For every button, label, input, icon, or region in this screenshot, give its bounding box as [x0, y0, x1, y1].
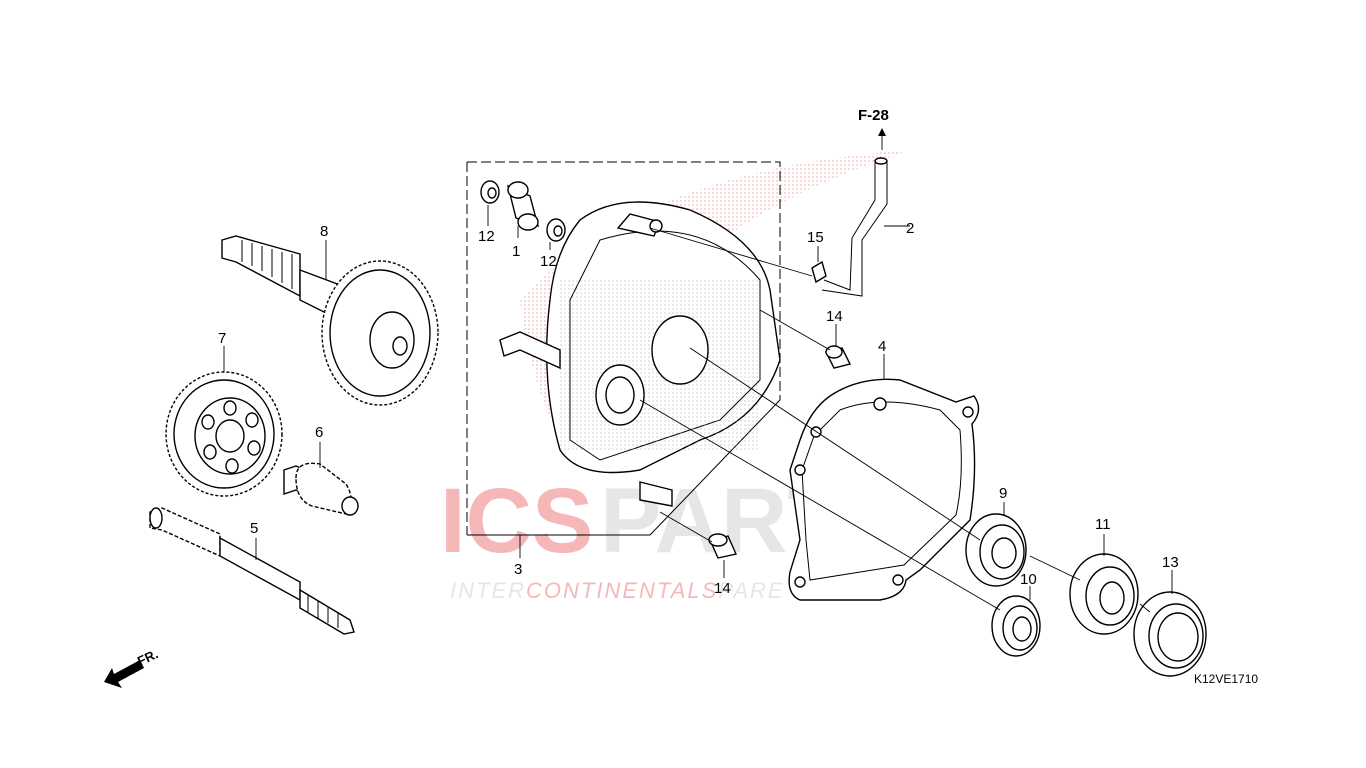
part-1-collar[interactable]: [506, 181, 540, 231]
part-12-bearing-left[interactable]: [480, 180, 500, 204]
callout-3: 3: [514, 561, 522, 578]
callout-labels: 1 2 3 4 5 6 7 8 9 10 11 12 12 13 14 14 1…: [218, 107, 1258, 686]
front-direction-indicator: FR.: [104, 646, 160, 688]
part-13-oil-seal[interactable]: [1133, 591, 1207, 677]
watermark-brand-left: ICS: [440, 470, 593, 572]
leader-lines: [223, 128, 1173, 613]
part-15-clip[interactable]: [811, 260, 827, 284]
part-10-bearing[interactable]: [991, 595, 1041, 657]
part-11-bearing[interactable]: [1069, 553, 1139, 635]
watermark-tagline-c: S: [702, 578, 719, 603]
part-5-drive-shaft[interactable]: [149, 507, 355, 635]
callout-6: 6: [315, 424, 323, 441]
callout-7: 7: [218, 330, 226, 347]
part-12-bearing-right[interactable]: [546, 218, 566, 242]
part-8-final-shaft-gear[interactable]: [221, 235, 439, 406]
part-9-bearing[interactable]: [965, 513, 1027, 587]
reference-label: F-28: [858, 107, 889, 124]
callout-14-upper: 14: [826, 308, 843, 325]
callout-1: 1: [512, 243, 520, 260]
callout-12-right: 12: [540, 253, 557, 270]
callout-2: 2: [906, 220, 914, 237]
callout-4: 4: [878, 338, 886, 355]
part-6-pinion-gear[interactable]: [283, 462, 359, 516]
callout-10: 10: [1020, 571, 1037, 588]
callout-15: 15: [807, 229, 824, 246]
callout-5: 5: [250, 520, 258, 537]
watermark-tagline-b: CONTINENTAL: [526, 578, 702, 603]
part-14-dowel-upper[interactable]: [824, 345, 852, 369]
part-3-transmission-case[interactable]: [499, 201, 781, 507]
callout-14-lower: 14: [714, 580, 731, 597]
callout-13: 13: [1162, 554, 1179, 571]
front-direction-label: FR.: [135, 646, 160, 668]
callout-9: 9: [999, 485, 1007, 502]
front-arrow-icon: [104, 660, 144, 688]
part-2-breather-tube[interactable]: [821, 157, 888, 297]
callout-8: 8: [320, 223, 328, 240]
part-14-dowel-lower[interactable]: [708, 533, 737, 559]
watermark-tagline-a: INTER: [450, 578, 526, 603]
part-4-gasket[interactable]: [788, 378, 980, 601]
part-7-countershaft-gear[interactable]: [165, 371, 283, 497]
callout-12-left: 12: [478, 228, 495, 245]
drawing-code: K12VE1710: [1194, 672, 1258, 686]
callout-11: 11: [1095, 516, 1111, 533]
